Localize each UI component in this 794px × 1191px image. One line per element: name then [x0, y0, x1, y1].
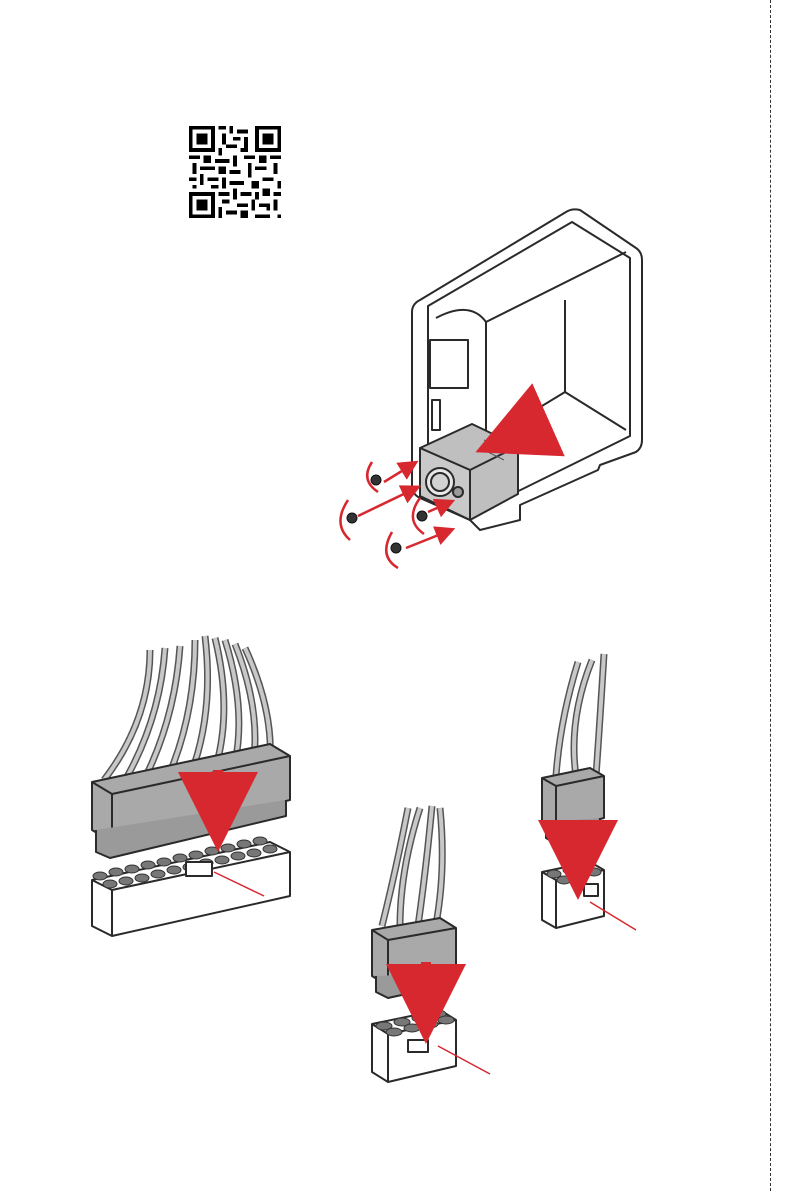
pcie-8pin-connector-illustration [372, 806, 456, 1082]
atx-24pin-connector-illustration [92, 636, 290, 936]
pcie-6pin-connector-illustration [542, 654, 604, 928]
psu-installation-illustration [412, 209, 642, 530]
